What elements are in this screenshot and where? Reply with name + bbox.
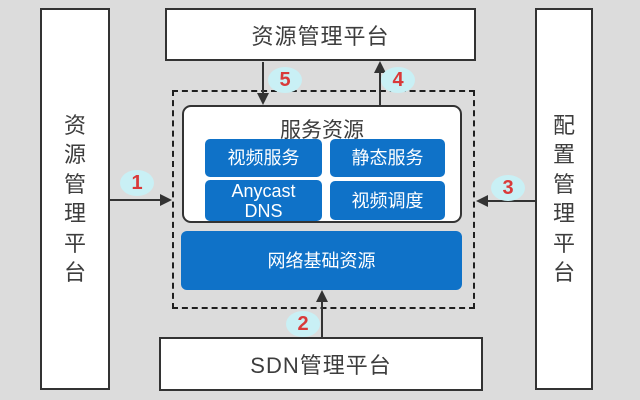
arrowhead-right-icon: [160, 194, 172, 206]
network-infrastructure-box: 网络基础资源: [181, 231, 462, 290]
left-platform-label: 资源管理平台: [63, 112, 86, 286]
arrow-line: [110, 199, 162, 201]
arrowhead-up-icon: [316, 290, 328, 302]
right-platform-label: 配置管理平台: [552, 112, 575, 286]
flow-badge-3: 3: [491, 175, 525, 201]
service-item-anycast-dns: Anycast DNS: [205, 180, 322, 221]
service-item-video-scheduling: 视频调度: [330, 181, 445, 220]
top-platform-box: 资源管理平台: [165, 8, 476, 61]
flow-badge-4: 4: [381, 67, 415, 93]
arrow-line: [379, 72, 381, 107]
arrow-line: [321, 301, 323, 337]
flow-badge-1: 1: [120, 170, 154, 196]
core-dashed-container: [172, 90, 475, 309]
arrowhead-up-icon: [374, 61, 386, 73]
flow-badge-2: 2: [286, 311, 320, 337]
left-platform-box: 资源管理平台: [40, 8, 110, 390]
flow-badge-5: 5: [268, 67, 302, 93]
arrowhead-left-icon: [476, 195, 488, 207]
arrow-line: [487, 200, 535, 202]
service-resource-title: 服务资源: [280, 119, 364, 142]
arrow-line: [262, 62, 264, 95]
top-platform-label: 资源管理平台: [251, 23, 390, 49]
service-item-video-service: 视频服务: [205, 139, 322, 177]
service-item-static-service: 静态服务: [330, 139, 445, 177]
arrowhead-down-icon: [257, 93, 269, 105]
sdn-platform-label: SDN管理平台: [250, 353, 392, 378]
right-platform-box: 配置管理平台: [535, 8, 593, 390]
sdn-platform-box: SDN管理平台: [159, 337, 483, 391]
